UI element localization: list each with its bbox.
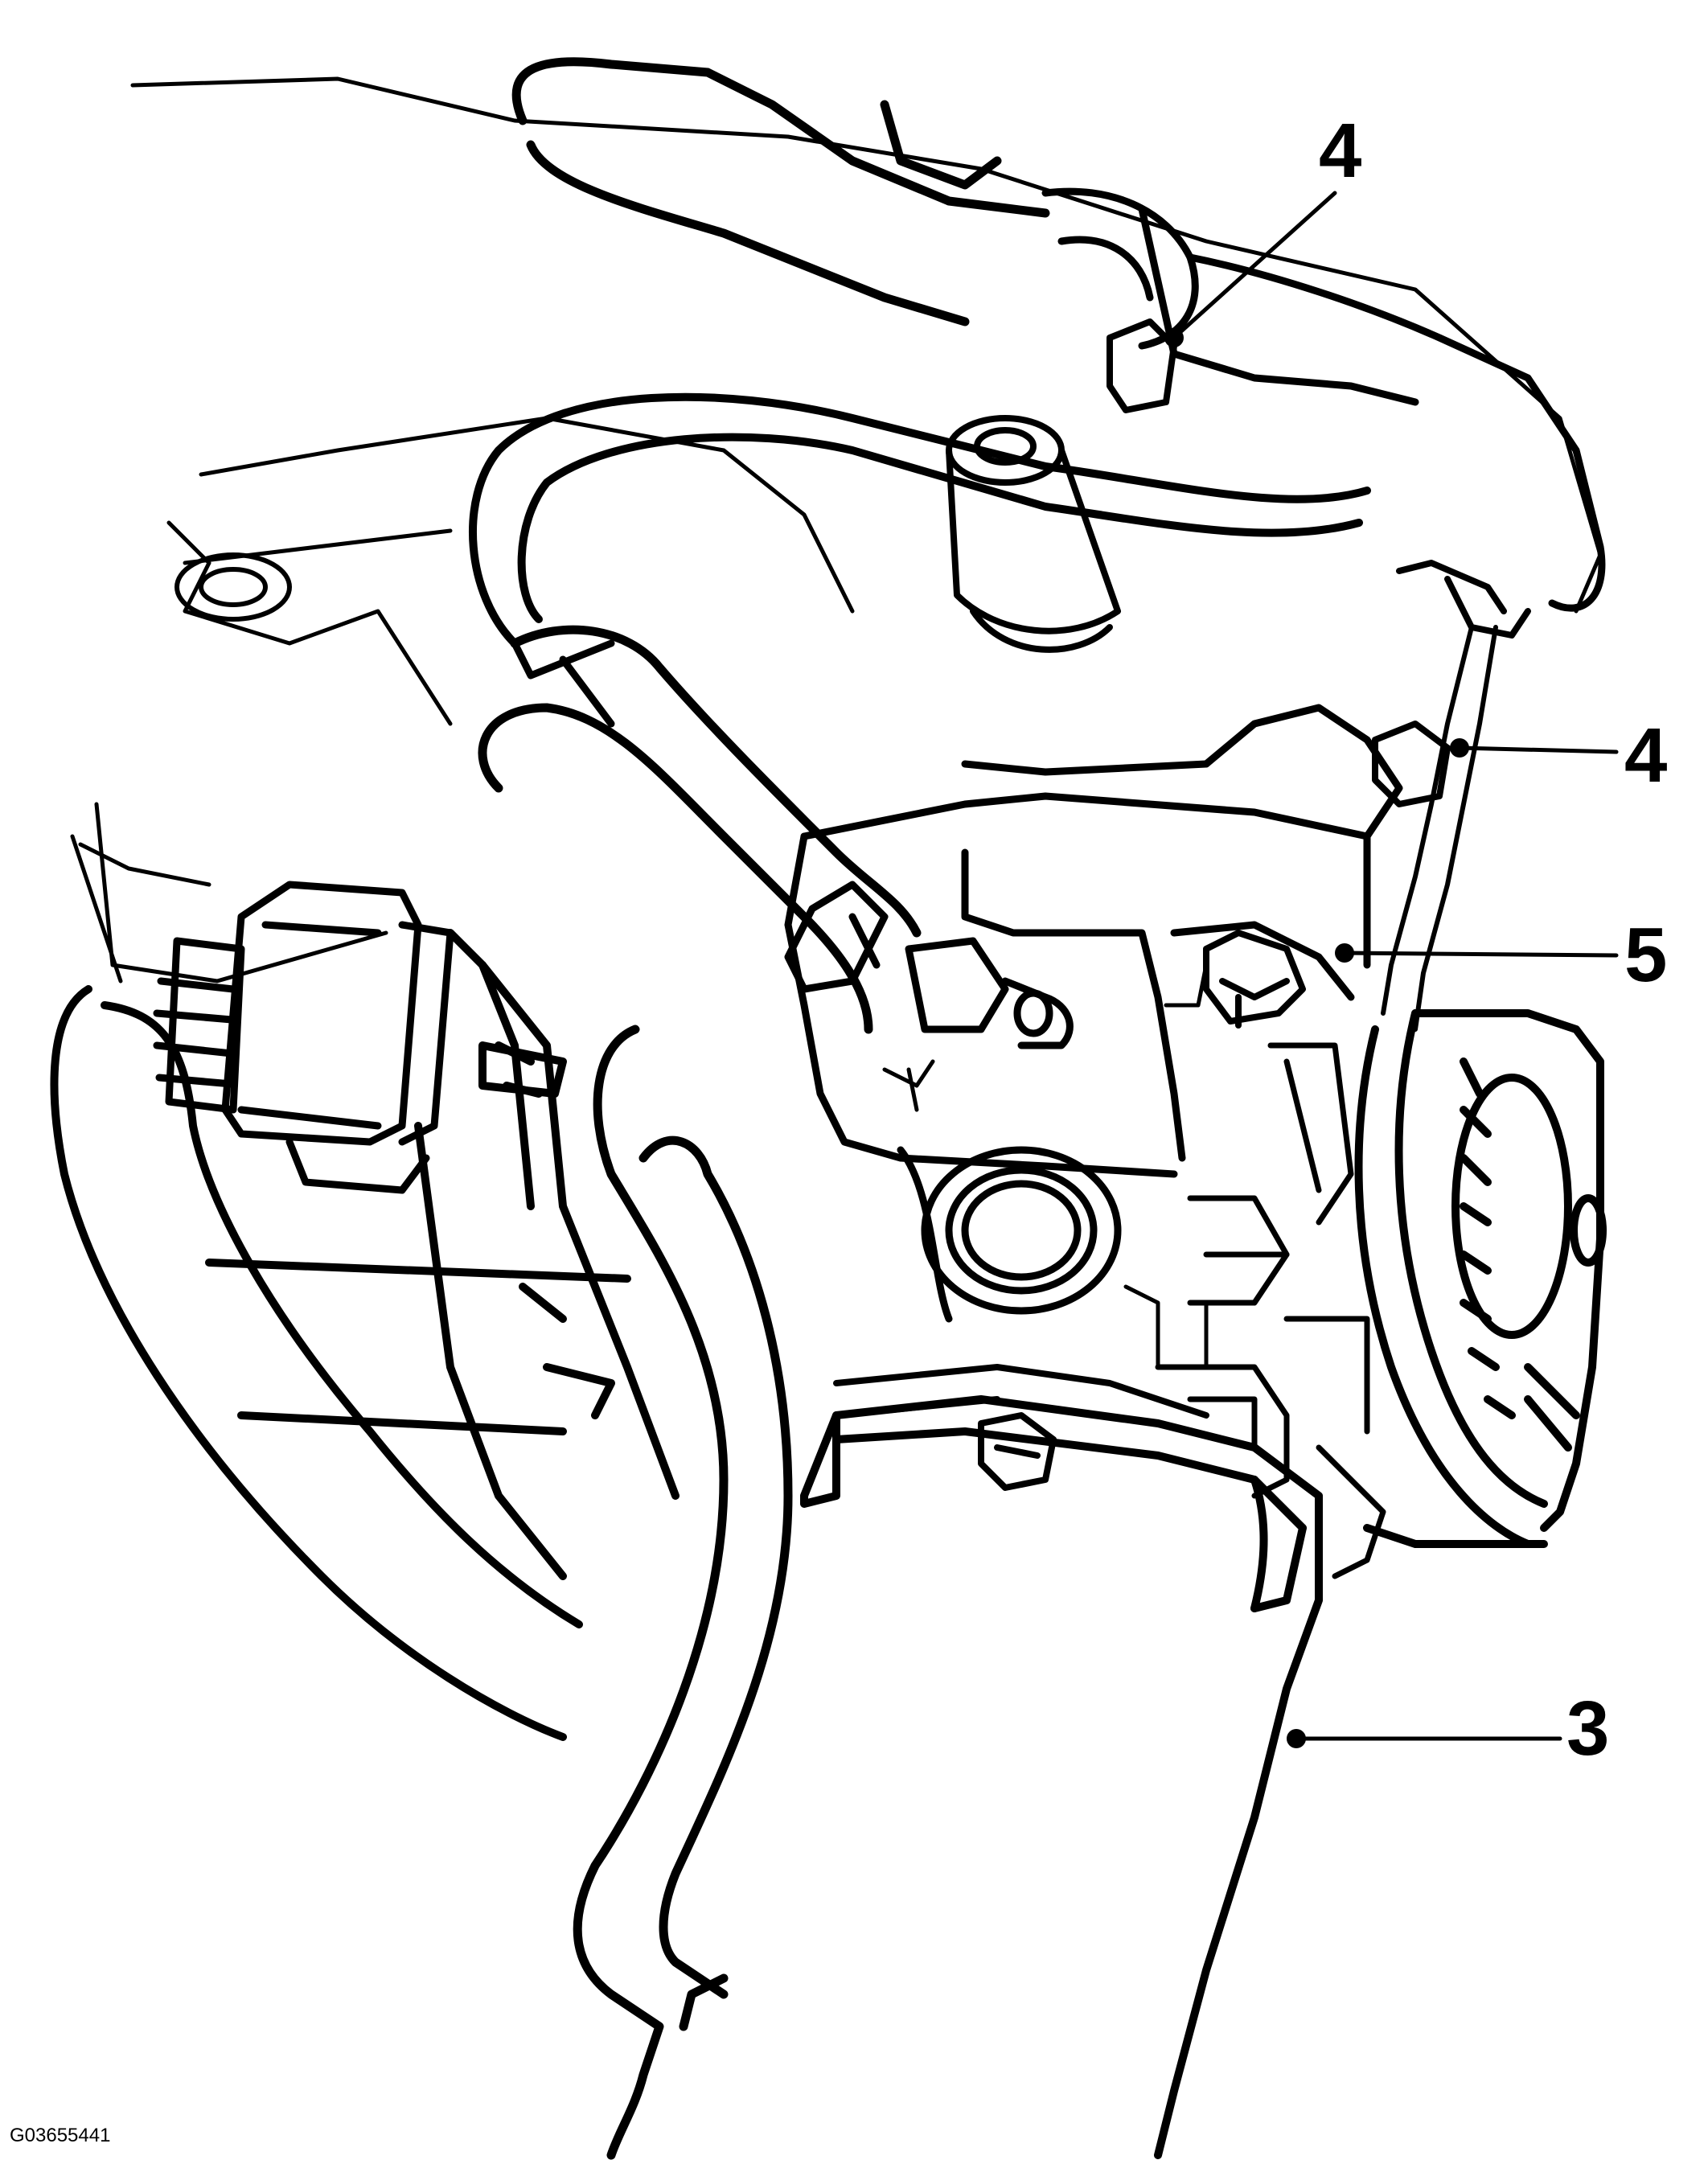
hose-clamp-center [511,639,889,993]
leader-dot-3 [1287,1729,1306,1748]
leader-dot-4a [1164,328,1184,347]
callout-label-4-right: 4 [1624,712,1668,799]
detail-lines [882,963,1209,1370]
leader-4b [1457,745,1619,754]
leader-dots [1164,328,1469,1748]
lower-hose [573,1025,793,2160]
callout-label-4-upper: 4 [1319,108,1362,194]
leader-dot-5 [1335,943,1354,963]
duct-clamp [833,1364,1209,1491]
mounting-boss [174,552,292,622]
sensor-connector [905,937,1074,1049]
leader-4a [1172,191,1337,340]
intake-port [897,1146,1122,1323]
wiring-harness-bracket [50,929,680,1741]
bolts-upper [1107,318,1531,807]
central-pipe [946,415,1121,653]
leader-5 [1342,951,1619,958]
throttle-cable [1381,625,1498,1032]
throttle-pulley [1354,1009,1607,1548]
coolant-pipe [469,392,1371,647]
intake-manifold-outline [70,76,1603,983]
hose-clamp-top [1041,187,1606,612]
callout-label-5: 5 [1624,912,1668,998]
figure-id: G03655441 [10,2125,111,2146]
main-hose [478,625,922,1034]
linkage-mechanism [1155,1042,1386,1579]
leader-lines [1172,191,1619,1741]
air-intake-duct [800,1395,1323,2159]
callout-label-3: 3 [1566,1686,1610,1772]
leader-dot-4b [1450,738,1469,758]
bolt-5 [1203,930,1306,1029]
throttle-body-housing [784,704,1403,1178]
upper-hose [511,57,1050,326]
